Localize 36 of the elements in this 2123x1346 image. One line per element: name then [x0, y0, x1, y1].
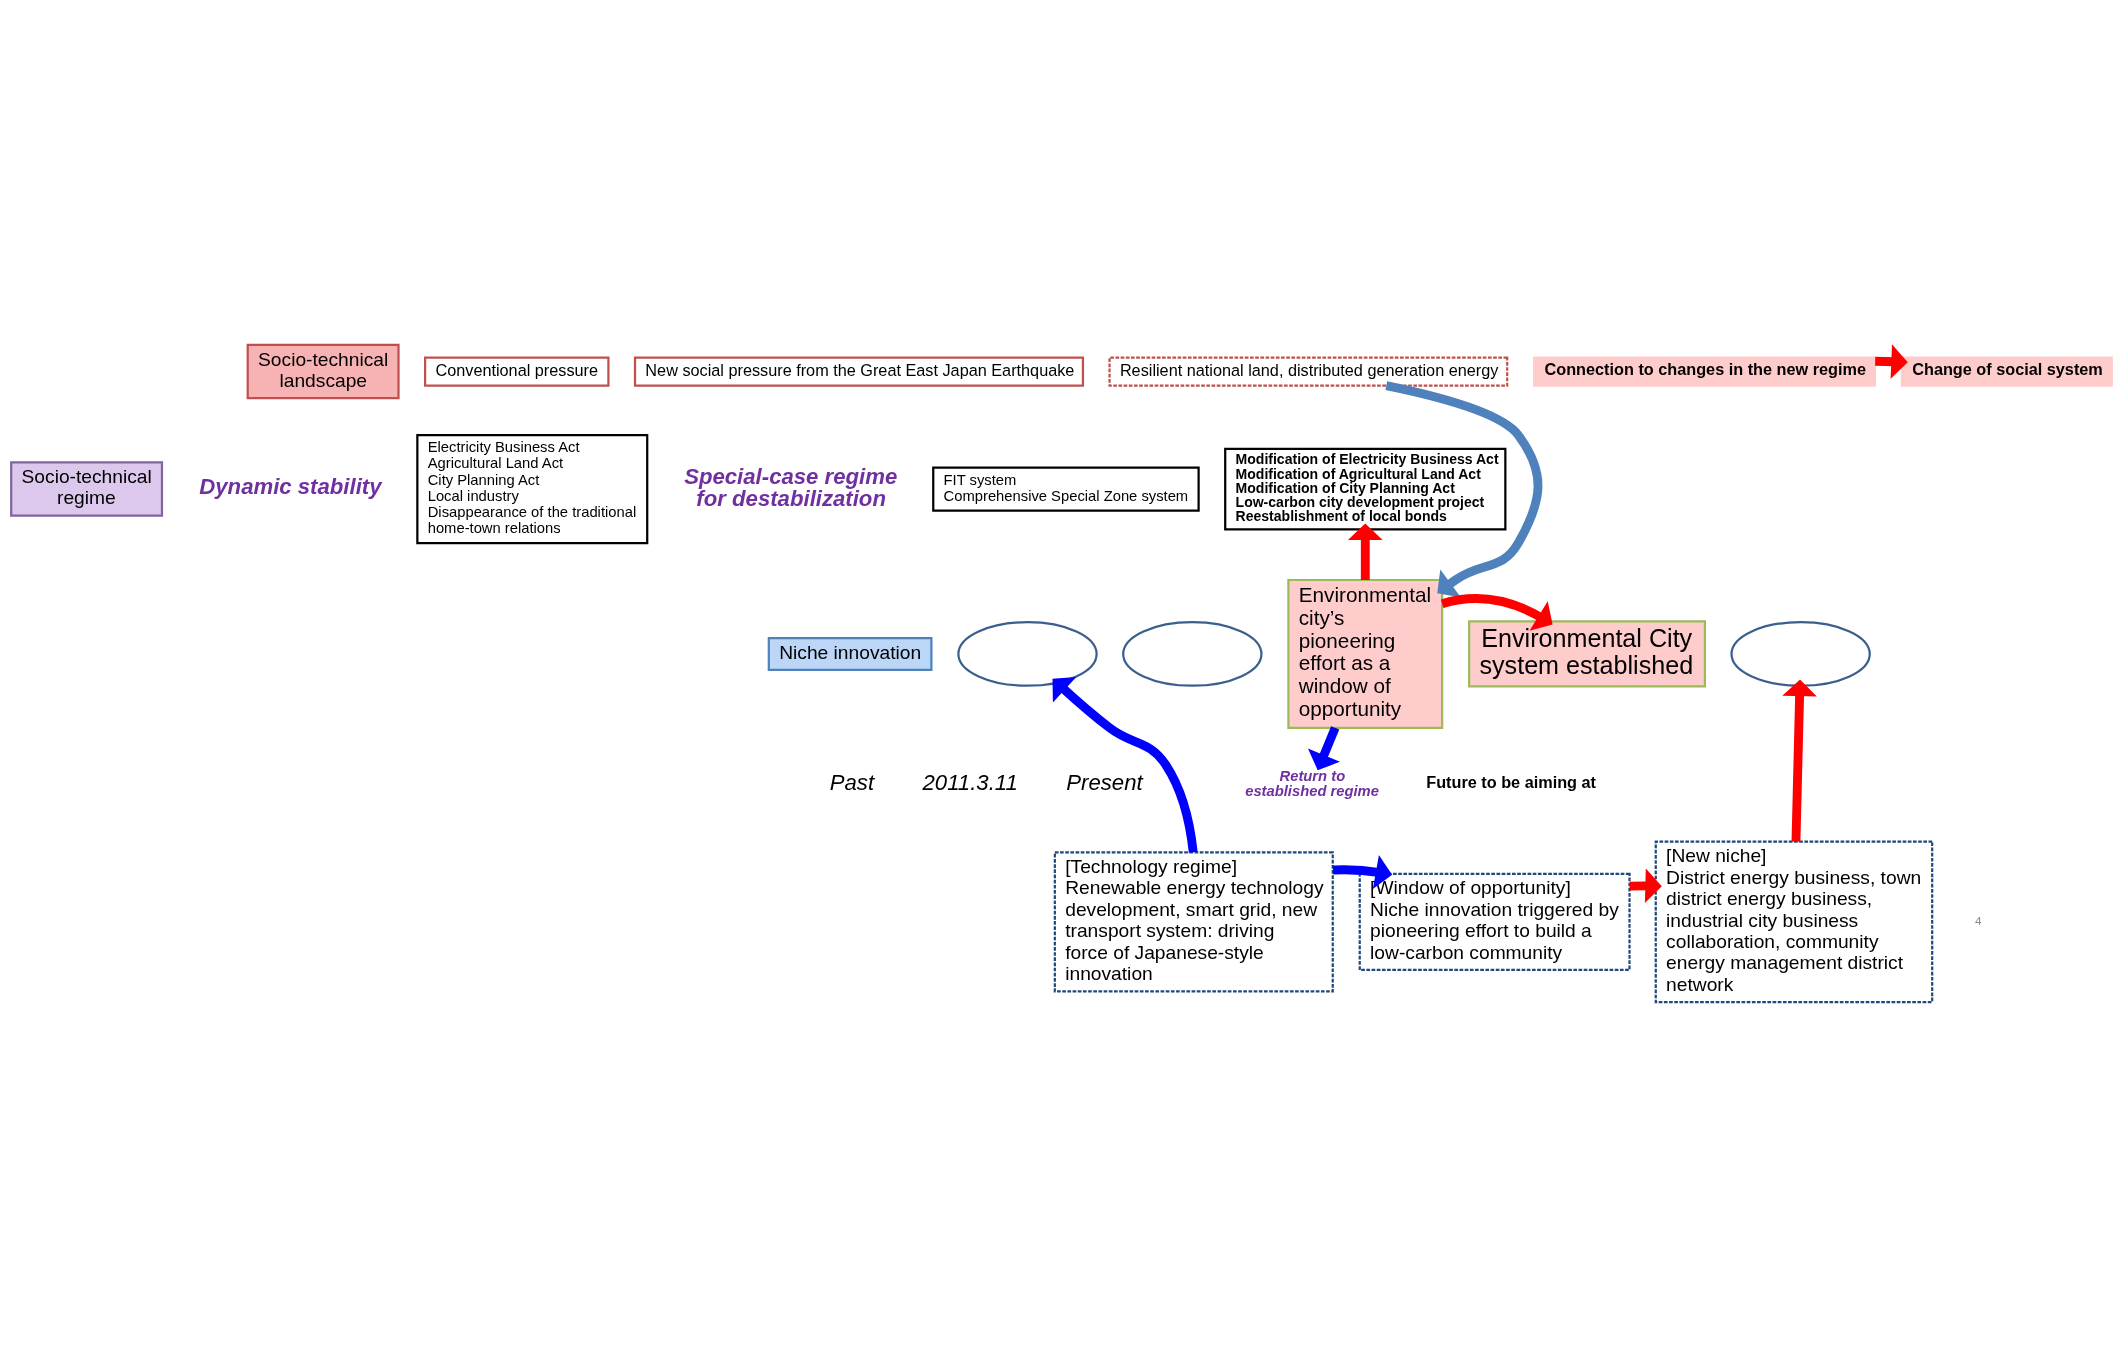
- arrow: [1385, 380, 1543, 597]
- node-box: Socio-technical regime: [10, 460, 164, 517]
- node-box: Resilient national land, distributed generation energy: [1108, 355, 1509, 387]
- node-box: FIT system Comprehensive Special Zone system: [932, 466, 1200, 512]
- label: Present: [1066, 769, 1143, 795]
- node-ellipse: [1122, 620, 1263, 687]
- node-ellipse: [957, 620, 1098, 687]
- label: Past: [829, 769, 875, 795]
- arrow: [1875, 343, 1908, 379]
- arrow: [1052, 676, 1198, 853]
- arrow: [1332, 854, 1393, 889]
- node-box: [Technology regime] Renewable energy technology development, smart grid, new transport system: driving force of Japanese-style innovation: [1053, 850, 1334, 992]
- node-box: [New niche] District energy business, town district energy business, industrial city business collaboration, community energy management district network: [1654, 840, 1934, 1003]
- label: 4: [1975, 913, 1982, 928]
- arrow: [1308, 725, 1340, 770]
- node-box: Change of social system: [1900, 355, 2113, 387]
- label: Special-case regime for destabilization: [684, 463, 898, 511]
- node-text: Return to established regime: [1245, 767, 1379, 799]
- node-box: Conventional pressure: [424, 355, 610, 387]
- node-box: [Window of opportunity] Niche innovation triggered by pioneering effort to build a low-carbon community: [1358, 872, 1631, 971]
- arrow: [1629, 867, 1662, 903]
- node-box: Niche innovation: [767, 636, 933, 671]
- label: Future to be aiming at: [1426, 772, 1596, 791]
- node-box: Connection to changes in the new regime: [1533, 355, 1876, 387]
- label: Dynamic stability: [199, 473, 382, 499]
- node-box: Environmental city’s pioneering effort as a window of opportunity: [1287, 578, 1444, 729]
- node-ellipse: [1730, 620, 1871, 687]
- node-box: Socio-technical landscape: [246, 343, 400, 399]
- node-box: New social pressure from the Great East Japan Earthquake: [633, 355, 1085, 387]
- node-box: Electricity Business Act Agricultural Land Act City Planning Act Local industry Disappearance of the traditional home-town relations: [416, 433, 649, 544]
- node-box: Modification of Electricity Business Act Modification of Agricultural Land Act Modification of City Planning Act Low-carbon city development project Reestablishment of local bonds: [1224, 447, 1507, 530]
- arrow: [1441, 593, 1553, 631]
- node-box: Environmental City system established: [1468, 619, 1706, 688]
- arrow: [1782, 679, 1817, 842]
- label: 2011.3.11: [922, 769, 1018, 795]
- arrow: [1347, 522, 1383, 580]
